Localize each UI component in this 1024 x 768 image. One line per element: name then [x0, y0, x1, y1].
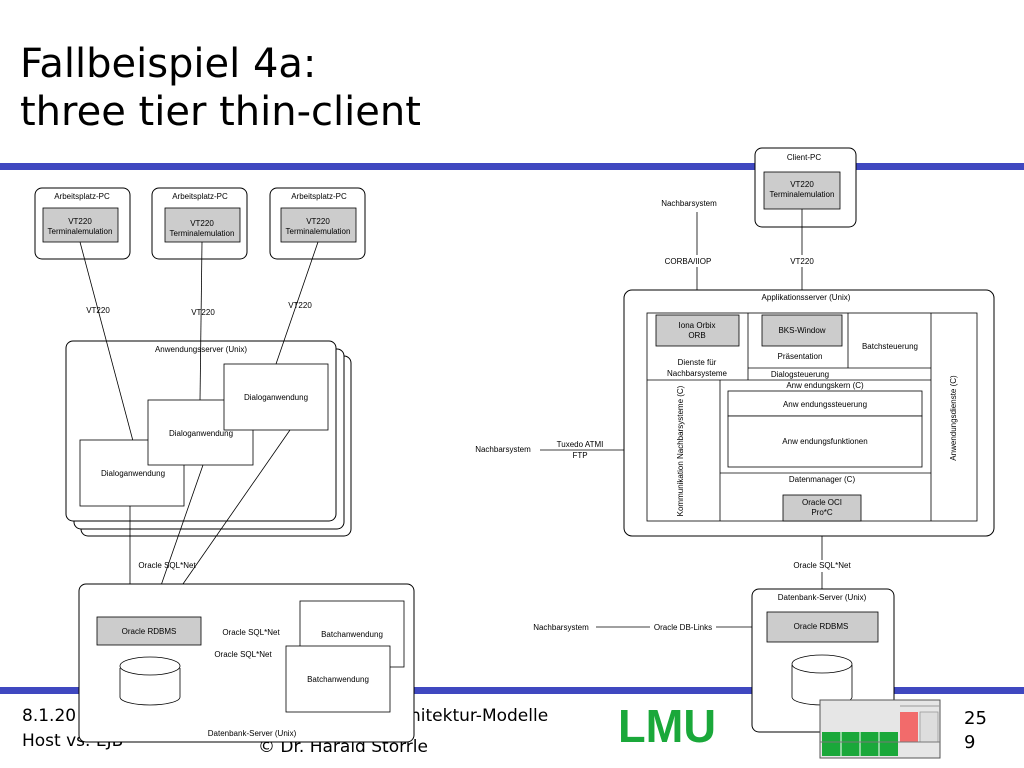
dienste-line1: Dienste für [678, 358, 717, 367]
dialog-app-1-label: Dialoganwendung [101, 469, 165, 478]
slide-title: Fallbeispiel 4a: three tier thin-client [20, 40, 421, 136]
anwendungsfunktionen-label: Anw endungsfunktionen [782, 437, 867, 446]
bottom-divider [0, 687, 1024, 694]
tuxedo-line2: FTP [572, 451, 587, 460]
right-rdbms-label: Oracle RDBMS [794, 622, 849, 631]
db-sqlnet-label-1: Oracle SQL*Net [222, 628, 280, 637]
app-server-title: Anwendungsserver (Unix) [155, 345, 247, 354]
workstation-1-title: Arbeitsplatz-PC [54, 192, 110, 201]
nachbarsystem-bottom-label: Nachbarsystem [533, 623, 589, 632]
workstation-2-inner-line2: Terminalemulation [170, 229, 235, 238]
footer-date: 8.1.20 [22, 706, 77, 726]
dialog-app-2-label: Dialoganwendung [169, 429, 233, 438]
workstation-2-inner-line1: VT220 [190, 219, 214, 228]
client-pc: Client-PC VT220 Terminalemulation [754, 147, 857, 228]
applikationsserver: Applikationsserver (Unix) Iona Orbix ORB… [623, 289, 995, 537]
db-sqlnet-label-2: Oracle SQL*Net [214, 650, 272, 659]
lmu-logo: LMU [618, 702, 716, 746]
left-db-server: Datenbank-Server (Unix) Oracle RDBMS Bat… [78, 583, 415, 743]
workstation-2: Arbeitsplatz-PC VT220 Terminalemulation [151, 187, 248, 260]
workstation-1-inner-line1: VT220 [68, 217, 92, 226]
dialog-app-3-label: Dialoganwendung [244, 393, 308, 402]
anwendungskern-label: Anw endungskern (C) [786, 381, 864, 390]
left-db-server-title: Datenbank-Server (Unix) [208, 729, 297, 738]
client-pc-title: Client-PC [787, 153, 821, 162]
vt220-label-2: VT220 [191, 308, 215, 317]
right-db-server: Datenbank-Server (Unix) Oracle RDBMS [751, 588, 895, 733]
oci-line2: Pro*C [811, 508, 833, 517]
right-db-server-title: Datenbank-Server (Unix) [778, 593, 867, 602]
workstation-1-inner-line2: Terminalemulation [48, 227, 113, 236]
title-line-1: Fallbeispiel 4a: [20, 41, 317, 87]
vt220-label-1: VT220 [86, 306, 110, 315]
anwendungssteuerung-label: Anw endungssteuerung [783, 400, 867, 409]
client-pc-inner-line2: Terminalemulation [770, 190, 835, 199]
tuxedo-line1: Tuxedo ATMI [557, 440, 604, 449]
top-divider [0, 163, 1024, 170]
kommunikation-label: Kommunikation Nachbarsysteme (C) [676, 385, 685, 516]
batchsteuerung-label: Batchsteuerung [862, 342, 918, 351]
title-line-2: three tier thin-client [20, 89, 421, 135]
lmu-logo-text: LMU [618, 702, 716, 746]
oci-line1: Oracle OCI [802, 498, 842, 507]
left-db-cylinder-icon [119, 668, 181, 706]
left-sqlnet-label: Oracle SQL*Net [138, 561, 196, 570]
page-number: 25 9 [964, 707, 987, 755]
db-links-label: Oracle DB-Links [654, 623, 712, 632]
datenmanager-label: Datenmanager (C) [789, 475, 856, 484]
nachbarsystem-mid-label: Nachbarsystem [475, 445, 531, 454]
orb-line1: Iona Orbix [679, 321, 716, 330]
anwendungsdienste-label: Anwendungsdienste (C) [949, 375, 958, 461]
vt220-label-3: VT220 [288, 301, 312, 310]
building-logo-icon [819, 699, 941, 759]
applikationsserver-title: Applikationsserver (Unix) [762, 293, 851, 302]
dialogsteuerung-label: Dialogsteuerung [771, 370, 829, 379]
right-vt220-label: VT220 [790, 257, 814, 266]
client-pc-inner-line1: VT220 [790, 180, 814, 189]
footer-course: nitektur-Modelle [410, 706, 549, 726]
batch-app-2-label: Batchanwendung [307, 675, 369, 684]
dialog-app-3: Dialoganwendung [223, 363, 329, 431]
left-rdbms-label: Oracle RDBMS [122, 627, 177, 636]
workstation-3-inner-line2: Terminalemulation [286, 227, 351, 236]
page-number-line2: 9 [964, 732, 976, 753]
workstation-3-title: Arbeitsplatz-PC [291, 192, 347, 201]
page-number-line1: 25 [964, 708, 987, 729]
nachbarsystem-top-label: Nachbarsystem [661, 199, 717, 208]
workstation-1: Arbeitsplatz-PC VT220 Terminalemulation [34, 187, 131, 260]
workstation-3-inner-line1: VT220 [306, 217, 330, 226]
orb-line2: ORB [688, 331, 705, 340]
batch-app-1-label: Batchanwendung [321, 630, 383, 639]
dienste-line2: Nachbarsysteme [667, 369, 728, 378]
right-sqlnet-label: Oracle SQL*Net [793, 561, 851, 570]
corba-label: CORBA/IIOP [665, 257, 712, 266]
bks-window-label: BKS-Window [778, 326, 825, 335]
praesentation-label: Präsentation [778, 352, 823, 361]
workstation-2-title: Arbeitsplatz-PC [172, 192, 228, 201]
workstation-3: Arbeitsplatz-PC VT220 Terminalemulation [269, 187, 366, 260]
